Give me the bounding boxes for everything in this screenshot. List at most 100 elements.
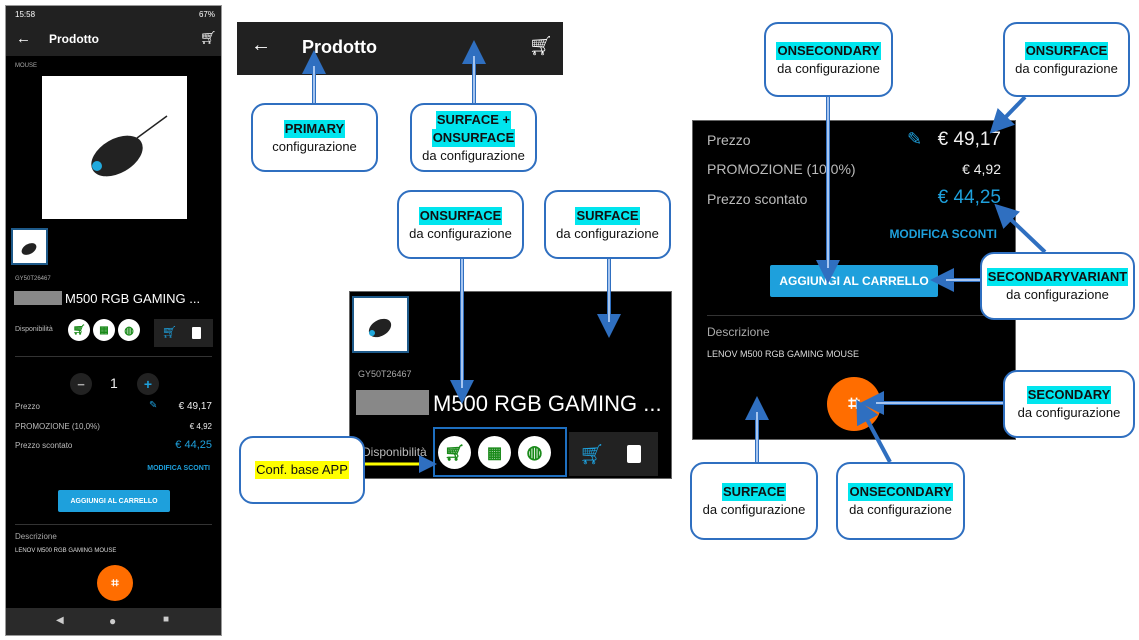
battery-level: 67% [198, 10, 215, 19]
edit-price-icon[interactable]: ✎ [907, 129, 923, 149]
qr-code-icon: ⌗ [848, 392, 860, 415]
callout-primary: PRIMARY configurazione [251, 103, 378, 172]
back-arrow-icon[interactable]: ← [16, 30, 31, 47]
promo-label: PROMOZIONE (10,0%) [707, 161, 856, 177]
quantity-value: 1 [110, 375, 118, 391]
description-text: LENOV M500 RGB GAMING MOUSE [707, 349, 860, 359]
nav-home-icon[interactable]: ● [109, 614, 117, 628]
description-text: LENOV M500 RGB GAMING MOUSE [15, 548, 117, 554]
price-label: Prezzo [15, 402, 40, 411]
product-code: GY50T26467 [358, 369, 412, 379]
cart-view-icon[interactable]: 🛒︎ [162, 325, 178, 339]
thumbnail[interactable] [11, 228, 48, 265]
callout-surface-mid: SURFACE da configurazione [544, 190, 671, 259]
redacted-box [14, 291, 62, 305]
book-view-icon[interactable] [627, 445, 641, 463]
book-view-icon[interactable] [192, 327, 201, 339]
callout-text: da configurazione [1017, 405, 1121, 420]
phone-screenshot: 15:58 67% ← Prodotto 🛒︎ MOUSE GY50T26467… [5, 5, 222, 636]
callout-surface-onsurface: SURFACE + ONSURFACE da configurazione [410, 103, 537, 172]
page-title: Prodotto [49, 32, 99, 46]
qr-code-icon: ⌗ [111, 575, 119, 590]
callout-secondary: SECONDARY da configurazione [1003, 370, 1135, 438]
status-bar: 15:58 67% [6, 6, 221, 23]
increment-button[interactable]: + [137, 373, 159, 395]
price-value: € 49,17 [178, 401, 212, 412]
callout-key: PRIMARY [283, 119, 346, 138]
callout-conf-base: Conf. base APP [239, 436, 365, 504]
edit-discounts-link[interactable]: MODIFICA SCONTI [147, 465, 210, 472]
callout-text: da configurazione [1015, 60, 1118, 76]
callout-key: SURFACE + [435, 110, 512, 129]
view-toggle[interactable]: 🛒︎ [569, 432, 658, 476]
callout-onsecondary-top: ONSECONDARY da configurazione [764, 22, 893, 97]
edit-price-icon[interactable]: ✎ [149, 400, 158, 411]
nav-back-icon[interactable]: ◀ [56, 615, 64, 626]
discounted-label: Prezzo scontato [707, 191, 808, 207]
price-zoom: Prezzo ✎ € 49,17 PROMOZIONE (10,0%) € 4,… [692, 120, 1016, 440]
add-to-cart-button[interactable]: AGGIUNGI AL CARRELLO [770, 265, 938, 297]
product-title: M500 RGB GAMING ... [433, 391, 662, 416]
availability-group [433, 427, 567, 477]
callout-text: da configurazione [422, 147, 525, 163]
callout-text: configurazione [272, 138, 357, 154]
add-cart-icon[interactable]: 🛒︎ [529, 36, 554, 57]
back-arrow-icon[interactable]: ← [251, 34, 271, 56]
qr-scan-fab[interactable]: ⌗ [97, 565, 133, 601]
callout-onsurface-top: ONSURFACE da configurazione [1003, 22, 1130, 97]
app-bar: ← Prodotto 🛒︎ [6, 23, 221, 56]
view-toggle[interactable]: 🛒︎ [154, 319, 213, 347]
availability-label: Disponibilità [15, 326, 53, 333]
product-image [42, 76, 187, 219]
callout-key: SECONDARYVARIANT [986, 268, 1129, 286]
cart-availability-icon: 🛒︎ [68, 319, 90, 341]
status-time: 15:58 [15, 10, 36, 19]
description-label: Descrizione [707, 325, 770, 339]
divider [707, 315, 1003, 316]
nav-recents-icon[interactable]: ■ [163, 614, 170, 625]
store-availability-icon: ▦ [478, 436, 511, 469]
discounted-label: Prezzo scontato [15, 441, 73, 450]
cart-view-icon[interactable]: 🛒︎ [579, 444, 605, 466]
availability-label: Disponibilità [362, 445, 427, 459]
callout-key: SECONDARY [1026, 386, 1112, 404]
globe-availability-icon: ◍ [518, 436, 551, 469]
divider [15, 356, 212, 357]
callout-key: ONSECONDARY [776, 41, 881, 60]
callout-surface-bottom: SURFACE da configurazione [690, 462, 818, 540]
product-code: GY50T26467 [15, 276, 51, 282]
nav-bar: ◀ ● ■ [6, 608, 221, 635]
add-cart-icon[interactable]: 🛒︎ [200, 30, 217, 45]
redacted-box [356, 390, 429, 415]
callout-key: ONSURFACE [431, 128, 516, 147]
callout-key: ONSURFACE [418, 206, 503, 225]
product-title: M500 RGB GAMING ... [65, 291, 201, 306]
appbar-zoom: ← Prodotto 🛒︎ [237, 22, 563, 75]
callout-text: da configurazione [702, 502, 806, 517]
callout-onsurface-mid: ONSURFACE da configurazione [397, 190, 524, 259]
page-title: Prodotto [302, 37, 377, 57]
promo-label: PROMOZIONE (10,0%) [15, 422, 100, 431]
callout-key: SURFACE [721, 483, 787, 501]
price-value: € 49,17 [937, 129, 1001, 150]
callout-text: da configurazione [556, 225, 659, 241]
edit-discounts-link[interactable]: MODIFICA SCONTI [889, 227, 997, 241]
callout-text: Conf. base APP [255, 461, 349, 479]
callout-key: ONSURFACE [1024, 41, 1109, 60]
decrement-button[interactable]: − [70, 373, 92, 395]
callout-secondaryvariant: SECONDARYVARIANT da configurazione [980, 252, 1135, 320]
divider [15, 524, 212, 525]
callout-text: da configurazione [1006, 287, 1109, 302]
thumbnail[interactable] [352, 296, 409, 353]
add-to-cart-button[interactable]: AGGIUNGI AL CARRELLO [58, 490, 170, 512]
promo-value: € 4,92 [962, 161, 1001, 177]
discounted-value: € 44,25 [937, 187, 1001, 208]
callout-text: da configurazione [777, 60, 880, 76]
promo-value: € 4,92 [189, 422, 212, 431]
callout-key: SURFACE [575, 206, 640, 225]
qr-scan-fab[interactable]: ⌗ [827, 377, 881, 431]
cart-availability-icon: 🛒︎ [438, 436, 471, 469]
description-label: Descrizione [15, 532, 57, 541]
globe-availability-icon: ◍ [118, 319, 140, 341]
callout-text: da configurazione [409, 225, 512, 241]
